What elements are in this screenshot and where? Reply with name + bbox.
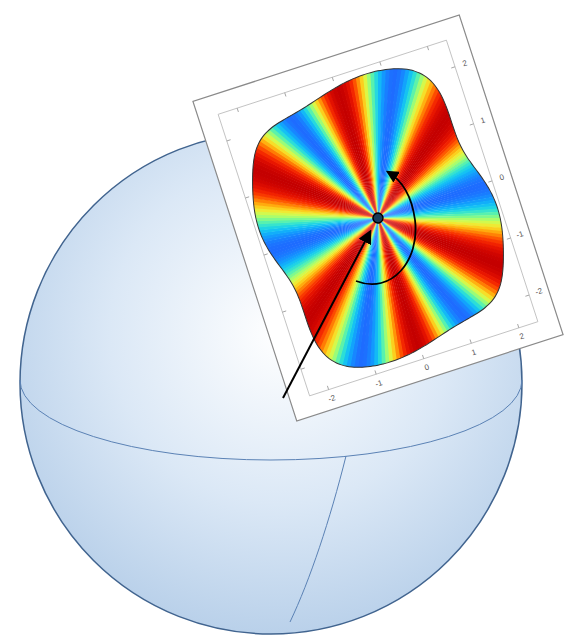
- equator: [20, 380, 522, 460]
- plot-frame: [193, 15, 563, 421]
- tick-mark: [470, 340, 471, 344]
- colour-wedge: [301, 28, 378, 223]
- colour-wedge: [243, 42, 378, 243]
- tick-mark: [237, 108, 238, 112]
- colour-wedge: [296, 28, 378, 224]
- tick-mark: [227, 140, 231, 141]
- colour-wedge: [292, 29, 378, 226]
- colour-wedge: [240, 44, 378, 245]
- colour-wedge: [306, 28, 378, 221]
- tick-mark: [518, 324, 519, 328]
- tick-mark: [470, 124, 474, 125]
- colour-wedge: [273, 32, 378, 233]
- tick-mark: [282, 311, 286, 312]
- tick-mark: [507, 238, 511, 239]
- colour-wedge: [256, 37, 378, 239]
- tick-mark: [332, 77, 333, 81]
- rotation-arrow: [356, 172, 416, 284]
- tick-mark: [525, 295, 529, 296]
- colour-wedge: [264, 34, 378, 236]
- tick-mark: [488, 181, 492, 182]
- tick-mark: [375, 370, 376, 374]
- meridian: [290, 456, 346, 622]
- tick-mark: [285, 93, 286, 97]
- colour-wedge: [251, 38, 378, 240]
- colour-wedge: [278, 31, 378, 231]
- tick-mark: [264, 254, 268, 255]
- tick-mark: [427, 46, 428, 50]
- tick-mark: [422, 355, 423, 359]
- tick-mark: [245, 197, 249, 198]
- radial-colour-map: [126, 0, 567, 470]
- tilted-plot: [126, 0, 567, 470]
- tick-mark: [301, 368, 305, 369]
- colour-wedge: [311, 27, 379, 219]
- tick-mark: [451, 67, 455, 68]
- tick-mark: [327, 386, 328, 390]
- colour-wedge: [247, 40, 378, 242]
- centre-dot: [372, 212, 385, 225]
- map-outline: [223, 48, 532, 388]
- colour-wedge: [260, 35, 378, 237]
- colour-wedge: [282, 30, 378, 229]
- tick-mark: [380, 62, 381, 66]
- colour-wedge: [287, 29, 378, 227]
- normal-arrow: [283, 232, 370, 398]
- colour-wedge: [269, 33, 378, 234]
